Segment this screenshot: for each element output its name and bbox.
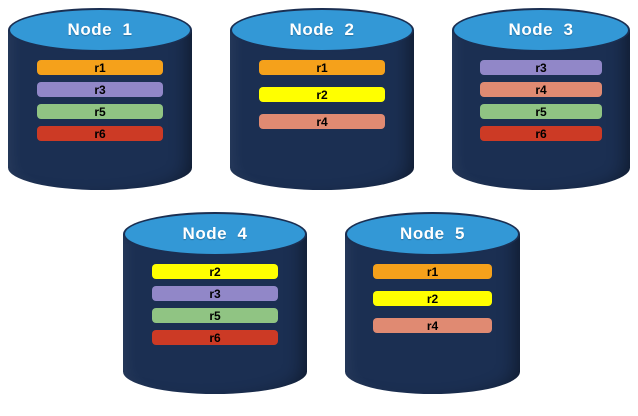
cylinder-top-3: Node 3: [452, 8, 630, 52]
replica-label: r6: [535, 126, 547, 141]
node-label: Node 1: [67, 20, 133, 39]
replica-bar: r5: [152, 308, 278, 323]
replica-list-3: r3 r4 r5 r6: [452, 60, 630, 148]
replica-label: r6: [94, 126, 106, 141]
replica-list-4: r2 r3 r5 r6: [123, 264, 307, 352]
replica-label: r4: [426, 318, 439, 333]
diagram-canvas: Node 1 r1 r3 r5 r6 Node 2 r1 r2 r4 Node 3 r3 r4 r5 r6…: [8, 8, 630, 394]
cylinder-top-2: Node 2: [230, 8, 414, 52]
replica-bar: r5: [37, 104, 163, 119]
replica-label: r2: [209, 264, 221, 279]
node-cylinder-1: Node 1 r1 r3 r5 r6: [8, 8, 192, 212]
node-cylinder-3: Node 3 r3 r4 r5 r6: [452, 8, 630, 212]
node-label: Node 2: [289, 20, 355, 39]
cylinder-top-1: Node 1: [8, 8, 192, 52]
node-cylinder-4: Node 4 r2 r3 r5 r6: [123, 212, 307, 416]
replica-bar: r3: [152, 286, 278, 301]
replica-bar: r1: [259, 60, 385, 75]
cylinder-top-4: Node 4: [123, 212, 307, 256]
replica-bar: r6: [480, 126, 602, 141]
replica-label: r6: [209, 330, 221, 345]
node-cylinder-5: Node 5 r1 r2 r4: [345, 212, 520, 416]
cylinder-body-2: [230, 30, 414, 190]
replica-bar: r5: [480, 104, 602, 119]
replica-bar: r4: [259, 114, 385, 129]
replica-label: r2: [426, 291, 439, 306]
replica-bar: r4: [480, 82, 602, 97]
replica-bar: r3: [37, 82, 163, 97]
replica-label: r1: [94, 60, 106, 75]
replica-label: r4: [535, 82, 547, 97]
replica-label: r5: [94, 104, 106, 119]
replica-label: r3: [209, 286, 221, 301]
replica-label: r3: [535, 60, 547, 75]
replica-label: r2: [316, 87, 328, 102]
node-label: Node 3: [508, 20, 574, 39]
replica-bar: r2: [152, 264, 278, 279]
replica-bar: r4: [373, 318, 492, 333]
replica-bar: r2: [259, 87, 385, 102]
replica-label: r1: [426, 264, 439, 279]
replica-bar: r6: [37, 126, 163, 141]
replica-list-1: r1 r3 r5 r6: [8, 60, 192, 148]
node-label: Node 4: [182, 224, 248, 243]
node-label: Node 5: [400, 224, 465, 243]
replica-list-2: r1 r2 r4: [230, 60, 414, 141]
replica-label: r5: [535, 104, 547, 119]
cylinder-body-5: [345, 234, 520, 394]
replica-label: r1: [316, 60, 328, 75]
replica-label: r4: [316, 114, 328, 129]
replica-bar: r3: [480, 60, 602, 75]
replica-bar: r2: [373, 291, 492, 306]
replica-list-5: r1 r2 r4: [345, 264, 520, 345]
cylinder-top-5: Node 5: [345, 212, 520, 256]
replica-label: r3: [94, 82, 106, 97]
replica-bar: r1: [37, 60, 163, 75]
replica-label: r5: [209, 308, 221, 323]
node-cylinder-2: Node 2 r1 r2 r4: [230, 8, 414, 212]
replica-bar: r6: [152, 330, 278, 345]
replica-bar: r1: [373, 264, 492, 279]
